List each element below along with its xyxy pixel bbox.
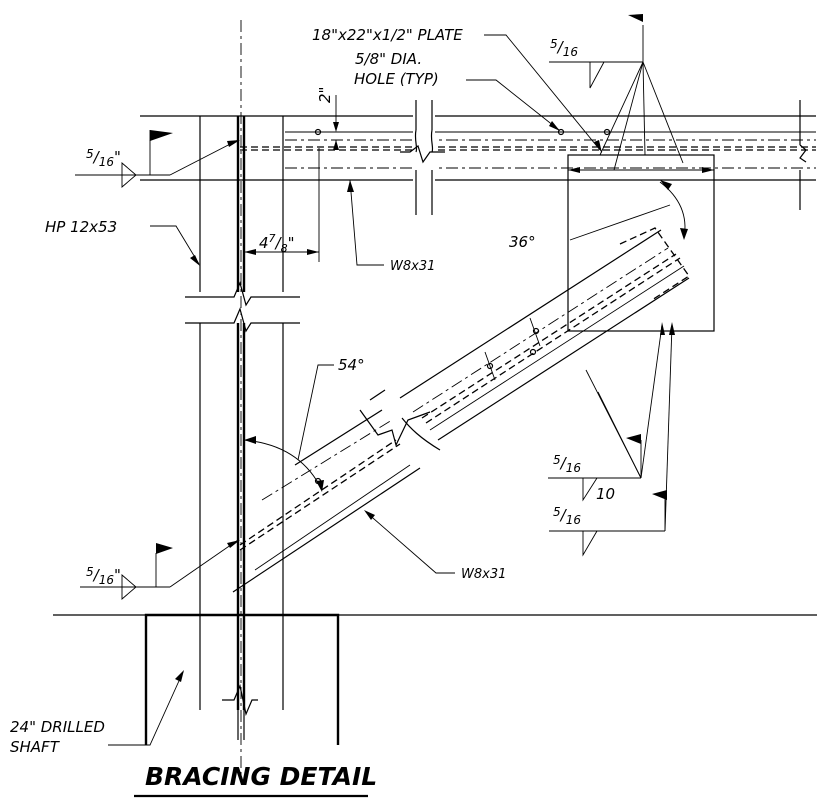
beam-label: W8x31 [390, 259, 435, 274]
dimension-offset: 47/8" [244, 148, 320, 262]
pile-column [185, 20, 300, 780]
hole-callout: 5/8" DIA. HOLE (TYP) [354, 50, 560, 131]
weld-symbol-top-right: 5/16 [549, 14, 684, 171]
weld-top-left-fraction: 5/16" [86, 147, 121, 169]
hole-marker [603, 128, 611, 136]
brace-label: W8x31 [461, 567, 506, 582]
angle-36: 36° [509, 180, 688, 251]
hole-label-line1: 5/8" DIA. [355, 50, 422, 68]
weld-right-1-length: 10 [596, 485, 615, 503]
hole-marker [529, 348, 537, 356]
weld-right-2-fraction: 5/16 [553, 505, 581, 527]
field-weld-flag-icon [156, 543, 173, 554]
weld-symbol-top-left: 5/16" [75, 130, 240, 188]
field-weld-flag-icon [626, 434, 641, 444]
weld-bottom-left-fraction: 5/16" [86, 565, 121, 587]
angle-36-label: 36° [509, 233, 536, 251]
hole-marker [486, 362, 494, 370]
beam-callout: W8x31 [347, 179, 435, 274]
shaft-label-line2: SHAFT [10, 738, 61, 756]
plate-label: 18"x22"x1/2" PLATE [312, 26, 463, 44]
offset-dimension-label: 47/8" [259, 232, 295, 255]
weld-right-1-fraction: 5/16 [553, 453, 581, 475]
hole-marker [314, 128, 322, 136]
hole-marker [557, 128, 565, 136]
weld-symbol-right-1: 5/16 10 [548, 322, 665, 503]
drawing-title: BRACING DETAIL [134, 762, 377, 798]
top-beam [140, 100, 816, 222]
pile-label: HP 12x53 [45, 218, 117, 236]
title-label: BRACING DETAIL [145, 762, 377, 791]
field-weld-flag-icon [628, 14, 643, 22]
shaft-label-line1: 24" DRILLED [10, 718, 105, 736]
plate-callout: 18"x22"x1/2" PLATE [312, 26, 602, 153]
diagonal-brace [232, 227, 690, 593]
pile-callout: HP 12x53 [45, 218, 200, 266]
weld-symbol-right-2: 5/16 [549, 322, 675, 557]
gauge-dimension-label: 2" [316, 87, 334, 103]
plate-width-dimension [568, 167, 714, 173]
bolt-holes [314, 128, 611, 485]
gusset-plate [567, 154, 715, 332]
field-weld-flag-icon [652, 490, 667, 500]
angle-54: 54° [243, 356, 365, 492]
field-weld-flag-icon [150, 130, 173, 141]
drilled-shaft [53, 613, 817, 745]
hole-label-line2: HOLE (TYP) [354, 70, 439, 88]
hole-marker [532, 327, 540, 335]
shaft-callout: 24" DRILLED SHAFT [10, 670, 184, 756]
dimension-gauge: 2" [316, 87, 339, 150]
angle-54-label: 54° [338, 356, 365, 374]
weld-top-right-fraction: 5/16 [550, 37, 578, 59]
weld-symbol-bottom-left: 5/16" [80, 539, 240, 600]
brace-callout: W8x31 [364, 510, 506, 582]
